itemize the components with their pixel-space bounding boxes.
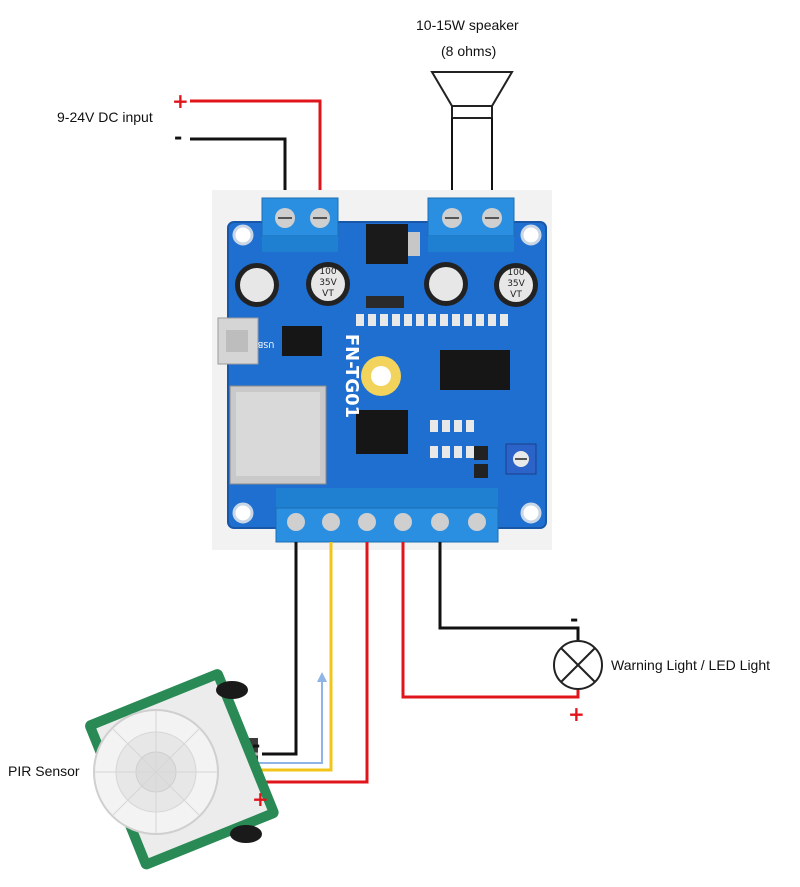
- pcb-board: 100 35V VT 100 35V VT: [212, 190, 552, 550]
- smd-diode: [366, 296, 404, 308]
- speaker-icon: [430, 71, 514, 200]
- capacitor-left-1: [235, 263, 279, 307]
- capacitor-label: VT: [510, 290, 522, 300]
- capacitor-label: 100: [507, 268, 524, 278]
- capacitor-right-2: [494, 263, 538, 307]
- potentiometer: [505, 443, 537, 475]
- dc-positive-sign: +: [172, 89, 189, 113]
- ic-controller: [356, 410, 408, 454]
- dc-negative-sign: -: [174, 125, 183, 149]
- pir-sensor-label: PIR Sensor: [8, 763, 80, 779]
- pir-negative-sign: -: [252, 733, 261, 757]
- capacitor-label: 35V: [319, 278, 337, 288]
- smd-resistor-row: [356, 314, 508, 458]
- capacitor-left-2: [306, 262, 350, 306]
- voltage-regulator: [366, 224, 408, 264]
- pir-sensor-icon: [85, 669, 279, 870]
- light-negative-sign: -: [570, 607, 579, 631]
- flash-chip: [282, 326, 322, 356]
- pir-positive-sign: +: [252, 787, 269, 811]
- terminal-block-speaker: [427, 197, 515, 252]
- usb-port: [217, 317, 259, 365]
- terminal-block-power: [261, 197, 339, 252]
- dc-input-label: 9-24V DC input: [57, 109, 153, 125]
- speaker-impedance-label: (8 ohms): [441, 43, 497, 59]
- usb-label: USB: [258, 340, 274, 349]
- terminal-block-io: [275, 488, 499, 543]
- light-positive-sign: +: [568, 702, 585, 726]
- ic-amplifier: [440, 350, 510, 390]
- capacitor-label: 100: [319, 267, 336, 277]
- io-wires: [258, 542, 580, 784]
- warning-light-label: Warning Light / LED Light: [611, 657, 771, 673]
- dc-input-wires: [190, 99, 322, 200]
- capacitor-right-1: [424, 262, 468, 306]
- speaker-label: 10-15W speaker: [416, 17, 519, 33]
- board-model-label: FN-TG01: [341, 334, 362, 418]
- capacitor-label: VT: [322, 289, 334, 299]
- lamp-icon: [553, 640, 603, 690]
- capacitor-label: 35V: [507, 279, 525, 289]
- sd-card-slot: [229, 385, 327, 485]
